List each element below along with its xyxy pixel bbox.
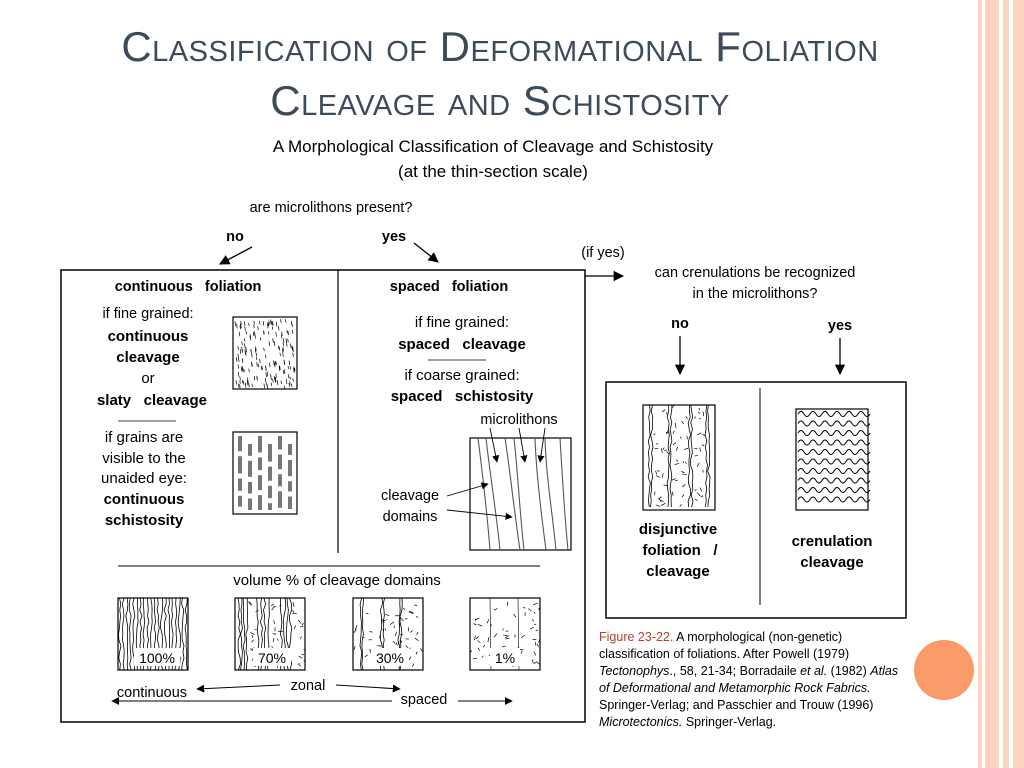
disjunctive-line2: foliation / [643,542,719,559]
continuous-schistosity-line1: continuous [104,491,185,508]
continuous-schistosity-sample [232,431,298,515]
caption-etal: et al. [800,664,828,678]
continuous-cleavage-line2: cleavage [116,349,179,366]
continuous-scale-label: continuous [117,685,187,701]
arrow-yes [413,242,439,263]
spaced-foliation-sample [446,427,572,551]
crenulation-line1: crenulation [792,533,873,550]
figure-subheading: (at the thin-section scale) [398,162,588,181]
microlithons-label: microlithons [480,412,557,428]
fine-grained-label: if fine grained: [102,306,193,322]
spaced-scale-label: spaced [401,692,448,708]
caption-microtectonics: Microtectonics. [599,715,683,729]
caption-text-2: ., 58, 21-34; Borradaile [669,664,801,678]
crenulation-line2: cleavage [800,554,863,571]
coarse-grained-label: if coarse grained: [404,367,519,384]
pct-70-label: 70% [258,650,286,666]
crenulation-box [605,381,907,619]
figure-caption: Figure 23-22. A morphological (non-genet… [599,629,911,731]
disjunctive-sample [642,404,716,511]
grains-visible-line2: visible to the [102,450,185,467]
answer-no: no [226,229,244,245]
figure-number: Figure 23-22. [599,630,674,644]
main-classification-box [60,269,586,723]
zonal-scale-label: zonal [291,678,326,694]
spaced-schistosity-label: spaced schistosity [391,388,534,405]
caption-journal: Tectonophys [599,664,670,678]
arrow-no [219,246,253,265]
question-crenulations-line1: can crenulations be recognized [655,265,856,281]
caption-atlas: Atlas of Deformational and Metamorphic R… [599,664,899,695]
caption-text-4: Springer-Verlag; and Passchier and Trouw… [599,698,874,712]
pct-100-label: 100% [139,650,175,666]
slaty-cleavage-sample [232,316,298,390]
caption-text-5: Springer-Verlag. [682,715,777,729]
cleavage-domains-line2: domains [383,509,438,525]
spaced-cleavage-label: spaced cleavage [398,336,526,353]
caption-text-3: (1982) [827,664,871,678]
slaty-cleavage-label: slaty cleavage [97,392,207,409]
decor-rail-2 [985,0,999,768]
continuous-foliation-header: continuous foliation [115,279,262,295]
crenulation-answer-no: no [671,316,689,332]
grains-visible-line1: if grains are [105,429,183,446]
continuous-cleavage-line1: continuous [108,328,189,345]
decor-rail-4 [1013,0,1024,768]
caption-text-1: A morphological (non-genetic) classifica… [599,630,850,661]
question-microlithons: are microlithons present? [250,200,413,216]
pct-1-label: 1% [495,650,515,666]
spaced-fine-grained: if fine grained: [415,314,509,331]
answer-yes: yes [382,229,406,245]
cleavage-domains-line1: cleavage [381,488,439,504]
decor-circle [914,640,974,700]
slide-title-line1: Classification of Deformational Foliatio… [121,23,879,70]
zonal-arrow-left [196,684,281,693]
crenulation-sample [795,408,871,511]
decor-rail-1 [978,0,982,768]
question-crenulations-line2: in the microlithons? [693,286,818,302]
continuous-schistosity-line2: schistosity [105,512,184,529]
volume-label: volume % of cleavage domains [233,572,441,589]
sample-70-percent [234,597,306,671]
slide-title-line2: Cleavage and Schistosity [270,77,730,124]
disjunctive-line3: cleavage [646,563,709,580]
spaced-foliation-header: spaced foliation [390,279,508,295]
disjunctive-line1: disjunctive [639,521,717,538]
crenulation-answer-yes: yes [828,318,852,334]
pct-30-label: 30% [376,650,404,666]
figure-heading: A Morphological Classification of Cleava… [273,137,714,156]
grains-visible-line3: unaided eye: [101,470,187,487]
or-label: or [141,370,154,387]
zonal-arrow-right [335,684,401,693]
if-yes-label: (if yes) [581,245,625,261]
decor-rail-3 [1003,0,1009,768]
